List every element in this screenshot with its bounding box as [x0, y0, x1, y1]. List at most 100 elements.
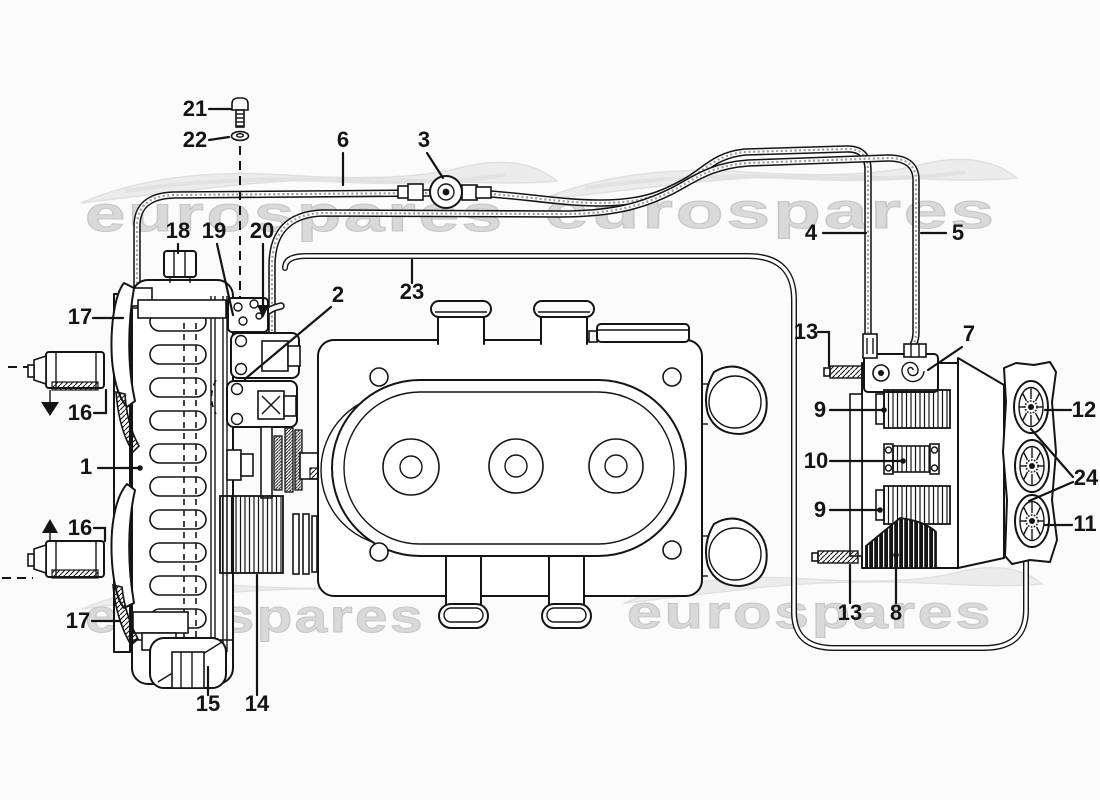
ground-symbol-up-icon: [42, 519, 58, 533]
callout-17-lower: 17: [66, 608, 122, 633]
svg-text:18: 18: [166, 218, 190, 243]
callout-11: 11: [1043, 511, 1097, 536]
dash-vent-icon: [1013, 380, 1049, 434]
svg-text:19: 19: [202, 218, 226, 243]
callout-12: 12: [1043, 397, 1096, 422]
callout-2: 2: [243, 282, 344, 381]
svg-text:5: 5: [952, 220, 964, 245]
callout-23: 23: [400, 258, 424, 304]
callout-1: 1: [80, 454, 143, 479]
callout-13-lower: 13: [838, 563, 862, 625]
svg-text:17: 17: [68, 304, 92, 329]
outlet-stub: [226, 449, 242, 481]
callout-22: 22: [183, 127, 231, 152]
callout-6: 6: [337, 127, 349, 187]
inline-valve-icon: [397, 175, 492, 209]
callout-3: 3: [418, 127, 445, 180]
callout-14: 14: [245, 573, 270, 716]
svg-text:21: 21: [183, 96, 207, 121]
callout-17-upper: 17: [68, 304, 125, 329]
svg-text:4: 4: [805, 220, 818, 245]
dash-vent-icon: [1014, 494, 1050, 548]
svg-text:23: 23: [400, 279, 424, 304]
clutch-drum: [219, 495, 284, 574]
spiral-fitting-icon: [901, 361, 925, 383]
exhaust-stub: [541, 555, 592, 629]
ground-symbol-down-icon: [41, 402, 59, 416]
svg-text:15: 15: [196, 691, 220, 716]
callout-4: 4: [805, 220, 868, 245]
intake-stack: [430, 300, 492, 345]
callouts: 21 22 6 3 4 5 18 19: [66, 96, 1099, 716]
callout-8: 8: [890, 552, 902, 625]
svg-text:6: 6: [337, 127, 349, 152]
lower-bracket: [132, 611, 189, 634]
heater-core: [883, 485, 951, 525]
callout-20: 20: [250, 218, 274, 318]
callout-16-lower: 16: [68, 515, 107, 543]
callout-15: 15: [196, 665, 220, 716]
radiator: [113, 250, 234, 689]
filler-cap-icon: [163, 250, 197, 283]
callout-5: 5: [919, 220, 964, 245]
svg-text:10: 10: [804, 448, 828, 473]
upper-bracket: [137, 299, 227, 319]
callout-16-upper: 16: [68, 388, 108, 425]
callout-7: 7: [926, 321, 975, 372]
svg-text:24: 24: [1074, 465, 1099, 490]
blower-resistor: [892, 445, 931, 473]
exhaust-flange: [702, 517, 768, 587]
svg-text:2: 2: [332, 282, 344, 307]
svg-text:13: 13: [838, 600, 862, 625]
vent-panel: [1002, 361, 1058, 565]
lower-shroud-hatch: [112, 583, 140, 647]
callout-21: 21: [183, 96, 233, 121]
cylinder-port: [588, 438, 644, 494]
svg-text:13: 13: [794, 319, 818, 344]
svg-text:1: 1: [80, 454, 92, 479]
svg-text:9: 9: [814, 397, 826, 422]
exhaust-stub: [438, 555, 489, 629]
plenum: [596, 323, 690, 343]
svg-text:16: 16: [68, 400, 92, 425]
svg-text:20: 20: [250, 218, 274, 243]
svg-text:17: 17: [66, 608, 90, 633]
hose-nut: [903, 343, 927, 358]
evaporator-unit: [811, 333, 1005, 569]
upper-fan-motor: [8, 351, 105, 416]
intake-stack: [533, 300, 595, 345]
fan-shrouds-and-motors: [2, 282, 140, 647]
svg-text:22: 22: [183, 127, 207, 152]
callout-9-lower: 9: [814, 497, 883, 522]
cylinder-port: [488, 438, 544, 494]
dash-vent-icon: [1014, 439, 1050, 493]
svg-text:7: 7: [963, 321, 975, 346]
svg-text:16: 16: [68, 515, 92, 540]
svg-text:3: 3: [418, 127, 430, 152]
upper-shroud-hatch: [115, 390, 140, 454]
engine-block: [317, 300, 768, 629]
bottom-tank: [149, 637, 227, 689]
svg-text:9: 9: [814, 497, 826, 522]
svg-text:14: 14: [245, 691, 270, 716]
lower-shroud-vane: [110, 483, 136, 609]
cylinder-port: [382, 438, 440, 496]
threaded-rod: [811, 550, 859, 564]
svg-text:12: 12: [1072, 397, 1096, 422]
svg-text:11: 11: [1073, 511, 1096, 536]
callout-19: 19: [202, 218, 235, 317]
evaporator-matrix: [865, 517, 937, 569]
svg-text:8: 8: [890, 600, 902, 625]
lower-fan-motor: [2, 519, 105, 579]
heater-core: [883, 389, 951, 429]
callout-18: 18: [166, 218, 190, 255]
callout-9-upper: 9: [814, 397, 887, 422]
washer-icon: [230, 130, 250, 142]
callout-13-upper: 13: [794, 319, 831, 368]
exhaust-flange: [702, 365, 768, 435]
callout-24: 24: [1027, 427, 1099, 503]
threaded-rod: [823, 365, 869, 379]
fan-clutch-and-pulleys: [219, 426, 331, 575]
